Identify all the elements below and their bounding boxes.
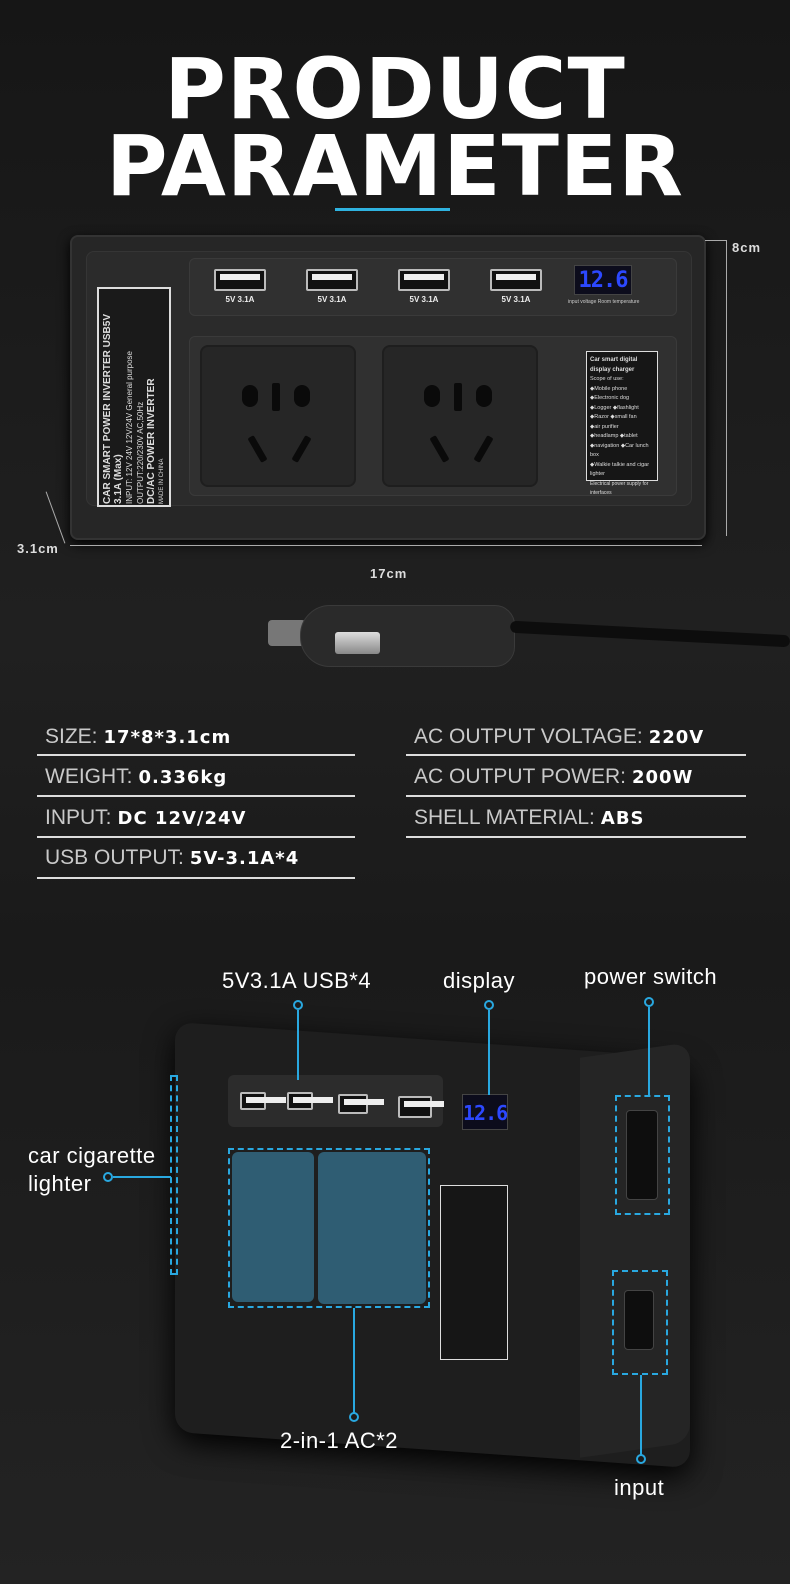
scope-item: ◆Walkie talkie and cigar lighter [590,461,650,478]
callout-dot [293,1000,303,1010]
scope-item: ◆Logger ◆flashlight [590,404,639,411]
spec-shell: SHELL MATERIAL:ABS [414,806,645,829]
callout-display: display [443,968,515,993]
input-port[interactable] [624,1290,654,1350]
usb-port[interactable] [398,1096,444,1118]
scope-title: Car smart digital display charger [590,357,638,373]
label-line: DC/AC POWER INVERTER [146,378,157,504]
usb-port[interactable] [240,1092,286,1110]
title-underline [335,208,450,211]
ac-socket[interactable] [232,1152,314,1302]
dim-line [45,491,66,544]
cigarette-plug-icon [300,605,515,667]
spec-rule [406,754,746,756]
input-highlight [612,1270,668,1375]
ac-socket[interactable] [318,1152,426,1304]
usb-label: 5V 3.1A [317,295,347,304]
ac-socket-highlight [228,1148,430,1308]
power-switch[interactable] [626,1110,658,1200]
usb-port-bar: 5V 3.1A 5V 3.1A 5V 3.1A 5V 3.1A 12.6 inp… [189,258,677,316]
usb-port[interactable] [338,1094,384,1114]
spec-rule [37,754,355,756]
scope-footer: Electrical power supply for interfaces [590,480,649,497]
label-highlight [170,1075,178,1275]
spec-rule [37,836,355,838]
voltage-display: 12.6 [574,265,632,295]
scope-subtitle: Scope of use: [590,376,624,382]
callout-input: input [614,1475,665,1500]
label-line: CAR SMART POWER INVERTER USB5V 3.1A (Max… [102,313,124,504]
callout-usb: 5V3.1A USB*4 [222,968,372,993]
usb-port[interactable] [306,269,358,291]
usb-label: 5V 3.1A [225,295,255,304]
usb-label: 5V 3.1A [409,295,439,304]
dim-line [726,240,727,536]
label-line: MADE IN CHINA [159,458,165,504]
ac-socket[interactable] [200,345,356,487]
ac-socket[interactable] [382,345,538,487]
scope-item: ◆Mobile phone ◆Electronic dog [590,385,630,402]
spec-usb-output: USB OUTPUT:5V-3.1A*4 [45,846,300,869]
spec-rule [37,877,355,879]
spec-weight: WEIGHT:0.336kg [45,765,228,788]
scope-item: ◆air purifier [590,423,619,430]
usb-port[interactable] [398,269,450,291]
scope-card: Car smart digital display charger Scope … [586,351,658,496]
scope-item: ◆headlamp ◆tablet [590,433,638,439]
callout-line [113,1176,171,1178]
dim-width: 17cm [370,566,408,581]
callout-dot [644,997,654,1007]
title-line-1: PRODUCT [164,40,626,138]
dim-depth: 3.1cm [17,541,59,556]
callout-power-switch: power switch [584,964,718,989]
spec-size: SIZE:17*8*3.1cm [45,725,232,748]
inverter-front-view: CAR SMART POWER INVERTER USB5V 3.1A (Max… [70,235,706,540]
dim-line [705,240,727,241]
scope-item: ◆navigation ◆Car lunch box [590,442,649,459]
spec-input: INPUT:DC 12V/24V [45,806,247,829]
usb-port[interactable] [214,269,266,291]
product-label: CAR SMART POWER INVERTER USB5V 3.1A (Max… [97,287,171,507]
callout-dot [484,1000,494,1010]
spec-ac-voltage: AC OUTPUT VOLTAGE:220V [414,725,705,748]
dim-line [70,545,702,546]
ac-socket-bar: Car smart digital display charger Scope … [189,336,677,496]
callout-dot [636,1454,646,1464]
title-line-2: PARAMETER [106,117,684,215]
callout-line [353,1308,355,1413]
callout-line [648,1007,650,1097]
usb-port[interactable] [287,1092,333,1110]
plug-cable [509,620,790,648]
spec-ac-power: AC OUTPUT POWER:200W [414,765,694,788]
dim-height: 8cm [732,240,762,255]
callout-lighter: lighter [28,1171,92,1196]
display-caption: input voltage Room temperature [568,299,640,305]
callout-line [488,1010,490,1095]
spec-rule [406,836,746,838]
label-line: OUTPUT:220/230V AC,50Hz [136,401,145,504]
plug-contact [335,632,380,654]
usb-label: 5V 3.1A [501,295,531,304]
callout-dot [103,1172,113,1182]
voltage-display: 12.6 [462,1094,508,1130]
callout-line [640,1375,642,1455]
callout-line [297,1010,299,1080]
callout-dot [349,1412,359,1422]
plug-tip [268,620,306,646]
scope-card [440,1185,508,1360]
usb-port[interactable] [490,269,542,291]
callout-ac: 2-in-1 AC*2 [280,1428,399,1453]
callout-lighter: car cigarette [28,1143,156,1168]
label-line: INPUT: 12V 24V 12V/24V General purpose [125,351,134,504]
spec-rule [37,795,355,797]
spec-rule [406,795,746,797]
power-switch-highlight [615,1095,670,1215]
scope-item: ◆Razor ◆small fan [590,414,637,420]
